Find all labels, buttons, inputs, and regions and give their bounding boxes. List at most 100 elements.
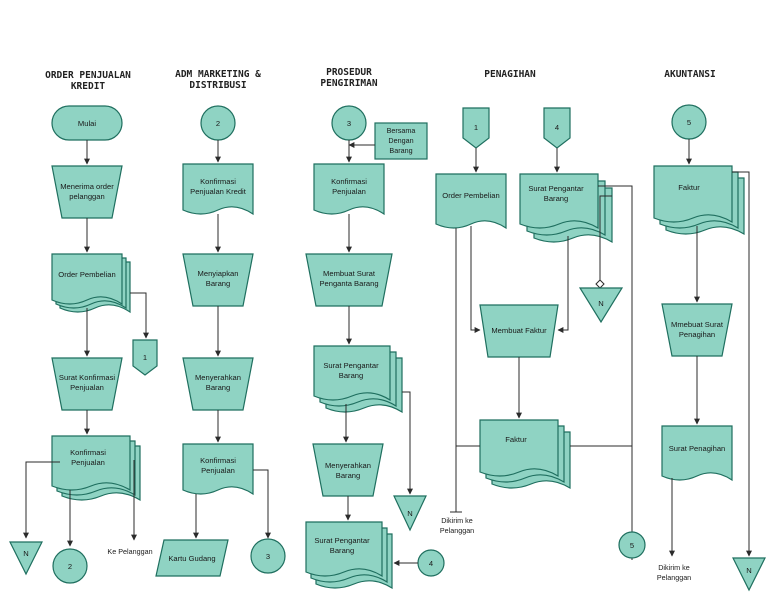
document-konfirmasi-penjualan: Konfirmasi Penjualan — [51, 435, 141, 502]
io-kartu-gudang: Kartu Gudang — [155, 539, 229, 577]
svg-text:Penagihan: Penagihan — [679, 330, 715, 339]
svg-text:N: N — [407, 509, 412, 518]
svg-text:Penjualan Kredit: Penjualan Kredit — [190, 187, 247, 196]
svg-text:Bersama: Bersama — [387, 126, 416, 135]
header-penagihan: PENAGIHAN — [484, 69, 536, 80]
connector-2-start: 2 — [200, 105, 236, 141]
header-prosedur: PROSEDUR — [326, 67, 372, 78]
header-adm-marketing: ADM MARKETING & — [175, 69, 261, 80]
svg-text:Surat Pengantar: Surat Pengantar — [528, 184, 584, 193]
svg-text:Surat Pengantar: Surat Pengantar — [323, 361, 379, 370]
svg-text:N: N — [746, 566, 751, 575]
header-order-penjualan: ORDER PENJUALAN — [45, 70, 131, 81]
svg-text:Mmebuat Surat: Mmebuat Surat — [671, 320, 724, 329]
svg-text:Barang: Barang — [206, 279, 231, 288]
svg-text:Penganta Barang: Penganta Barang — [319, 279, 378, 288]
svg-text:Konfirmasi: Konfirmasi — [200, 456, 236, 465]
document-surat-pengantar-barang-2: Surat Pengantar Barang — [305, 521, 393, 590]
connector-5-start: 5 — [671, 104, 707, 140]
svg-text:Konfirmasi: Konfirmasi — [331, 177, 367, 186]
document-surat-penagihan: Surat Penagihan — [661, 425, 733, 482]
process-menyerahkan-barang-pros: Menyerahkan Barang — [312, 443, 384, 497]
svg-text:Barang: Barang — [336, 471, 361, 480]
process-membuat-faktur: Membuat Faktur — [479, 304, 559, 358]
terminal-n-storage-penagihan: N — [578, 287, 624, 324]
process-menerima-order: Menerima order pelanggan — [51, 165, 123, 219]
svg-text:Surat Pengantar: Surat Pengantar — [314, 536, 370, 545]
process-menyiapkan-barang: Menyiapkan Barang — [182, 253, 254, 307]
svg-text:3: 3 — [266, 552, 270, 561]
svg-text:Menerima order: Menerima order — [60, 182, 114, 191]
svg-text:Penjualan: Penjualan — [201, 466, 235, 475]
terminal-n-storage: N — [9, 541, 43, 576]
header-order-penjualan-kredit: KREDIT — [71, 81, 106, 92]
header-akuntansi: AKUNTANSI — [664, 69, 715, 80]
svg-text:5: 5 — [687, 118, 691, 127]
svg-text:pelanggan: pelanggan — [69, 192, 104, 201]
offpage-connector-1-penagihan: 1 — [462, 107, 490, 149]
svg-text:Mulai: Mulai — [78, 119, 96, 128]
svg-text:4: 4 — [555, 123, 559, 132]
svg-text:Menyerahkan: Menyerahkan — [195, 373, 241, 382]
process-membuat-surat-penagihan: Mmebuat Surat Penagihan — [661, 303, 733, 357]
svg-text:Membuat Surat: Membuat Surat — [323, 269, 376, 278]
svg-text:2: 2 — [216, 119, 220, 128]
annotation-bersama-dengan-barang: Bersama Dengan Barang — [374, 122, 428, 160]
svg-text:5: 5 — [630, 541, 634, 550]
svg-text:N: N — [23, 549, 28, 558]
label-dikirim-ke-pelanggan-akuntansi: Dikirim ke — [658, 563, 690, 572]
terminal-n-storage-akuntansi: N — [732, 557, 766, 592]
document-surat-pengantar-barang-penagihan: Surat Pengantar Barang — [519, 173, 613, 244]
svg-text:Barang: Barang — [544, 194, 569, 203]
document-surat-pengantar-barang: Surat Pengantar Barang — [313, 345, 403, 414]
document-konfirmasi-penjualan-adm: Konfirmasi Penjualan — [182, 443, 254, 496]
label-ke-pelanggan: Ke Pelanggan — [107, 547, 152, 556]
connector-4: 4 — [417, 549, 445, 577]
svg-text:Kartu Gudang: Kartu Gudang — [168, 554, 215, 563]
svg-text:Penjualan: Penjualan — [71, 458, 105, 467]
label-dikirim-ke-pelanggan-penagihan: Dikirim ke — [441, 516, 473, 525]
terminal-n-storage-pros: N — [393, 495, 427, 532]
svg-text:1: 1 — [474, 123, 478, 132]
svg-text:Barang: Barang — [389, 146, 412, 155]
svg-text:Barang: Barang — [206, 383, 231, 392]
svg-text:Membuat Faktur: Membuat Faktur — [491, 326, 547, 335]
document-order-pembelian-penagihan: Order Pembelian — [435, 173, 507, 230]
connector-3-start: 3 — [331, 105, 367, 141]
offpage-connector-1: 1 — [132, 339, 158, 376]
document-konfirmasi-penjualan-kredit: Konfirmasi Penjualan Kredit — [182, 163, 254, 216]
document-faktur-penagihan: Faktur — [479, 419, 571, 490]
svg-text:Konfirmasi: Konfirmasi — [70, 448, 106, 457]
svg-text:Surat Penagihan: Surat Penagihan — [669, 444, 726, 453]
header-adm-distribusi: DISTRIBUSI — [189, 80, 246, 91]
svg-text:Penjualan: Penjualan — [70, 383, 104, 392]
svg-text:Menyiapkan: Menyiapkan — [198, 269, 239, 278]
svg-text:Faktur: Faktur — [505, 435, 527, 444]
svg-text:Penjualan: Penjualan — [332, 187, 366, 196]
svg-text:3: 3 — [347, 119, 351, 128]
label-dikirim-ke-pelanggan-akuntansi-2: Pelanggan — [657, 573, 691, 582]
svg-text:Order Pembelian: Order Pembelian — [442, 191, 499, 200]
svg-text:Konfirmasi: Konfirmasi — [200, 177, 236, 186]
connector-3: 3 — [250, 538, 286, 574]
svg-text:Surat Konfirmasi: Surat Konfirmasi — [59, 373, 115, 382]
svg-text:Barang: Barang — [330, 546, 355, 555]
connector-5: 5 — [618, 531, 646, 559]
svg-text:2: 2 — [68, 562, 72, 571]
document-konfirmasi-penjualan-pros: Konfirmasi Penjualan — [313, 163, 385, 216]
process-surat-konfirmasi: Surat Konfirmasi Penjualan — [51, 357, 123, 411]
document-order-pembelian: Order Pembelian — [51, 253, 131, 314]
svg-text:Order Pembelian: Order Pembelian — [58, 270, 115, 279]
process-menyerahkan-barang: Menyerahkan Barang — [182, 357, 254, 411]
svg-text:Dengan: Dengan — [388, 136, 413, 145]
svg-text:Barang: Barang — [339, 371, 364, 380]
svg-text:N: N — [598, 299, 603, 308]
header-pengiriman: PENGIRIMAN — [320, 78, 377, 89]
terminator-mulai: Mulai — [51, 105, 123, 141]
label-dikirim-ke-pelanggan-penagihan-2: Pelanggan — [440, 526, 474, 535]
document-faktur-akuntansi: Faktur — [653, 165, 745, 236]
svg-text:Faktur: Faktur — [678, 183, 700, 192]
svg-text:4: 4 — [429, 559, 433, 568]
process-membuat-surat-pengantar: Membuat Surat Penganta Barang — [305, 253, 393, 307]
